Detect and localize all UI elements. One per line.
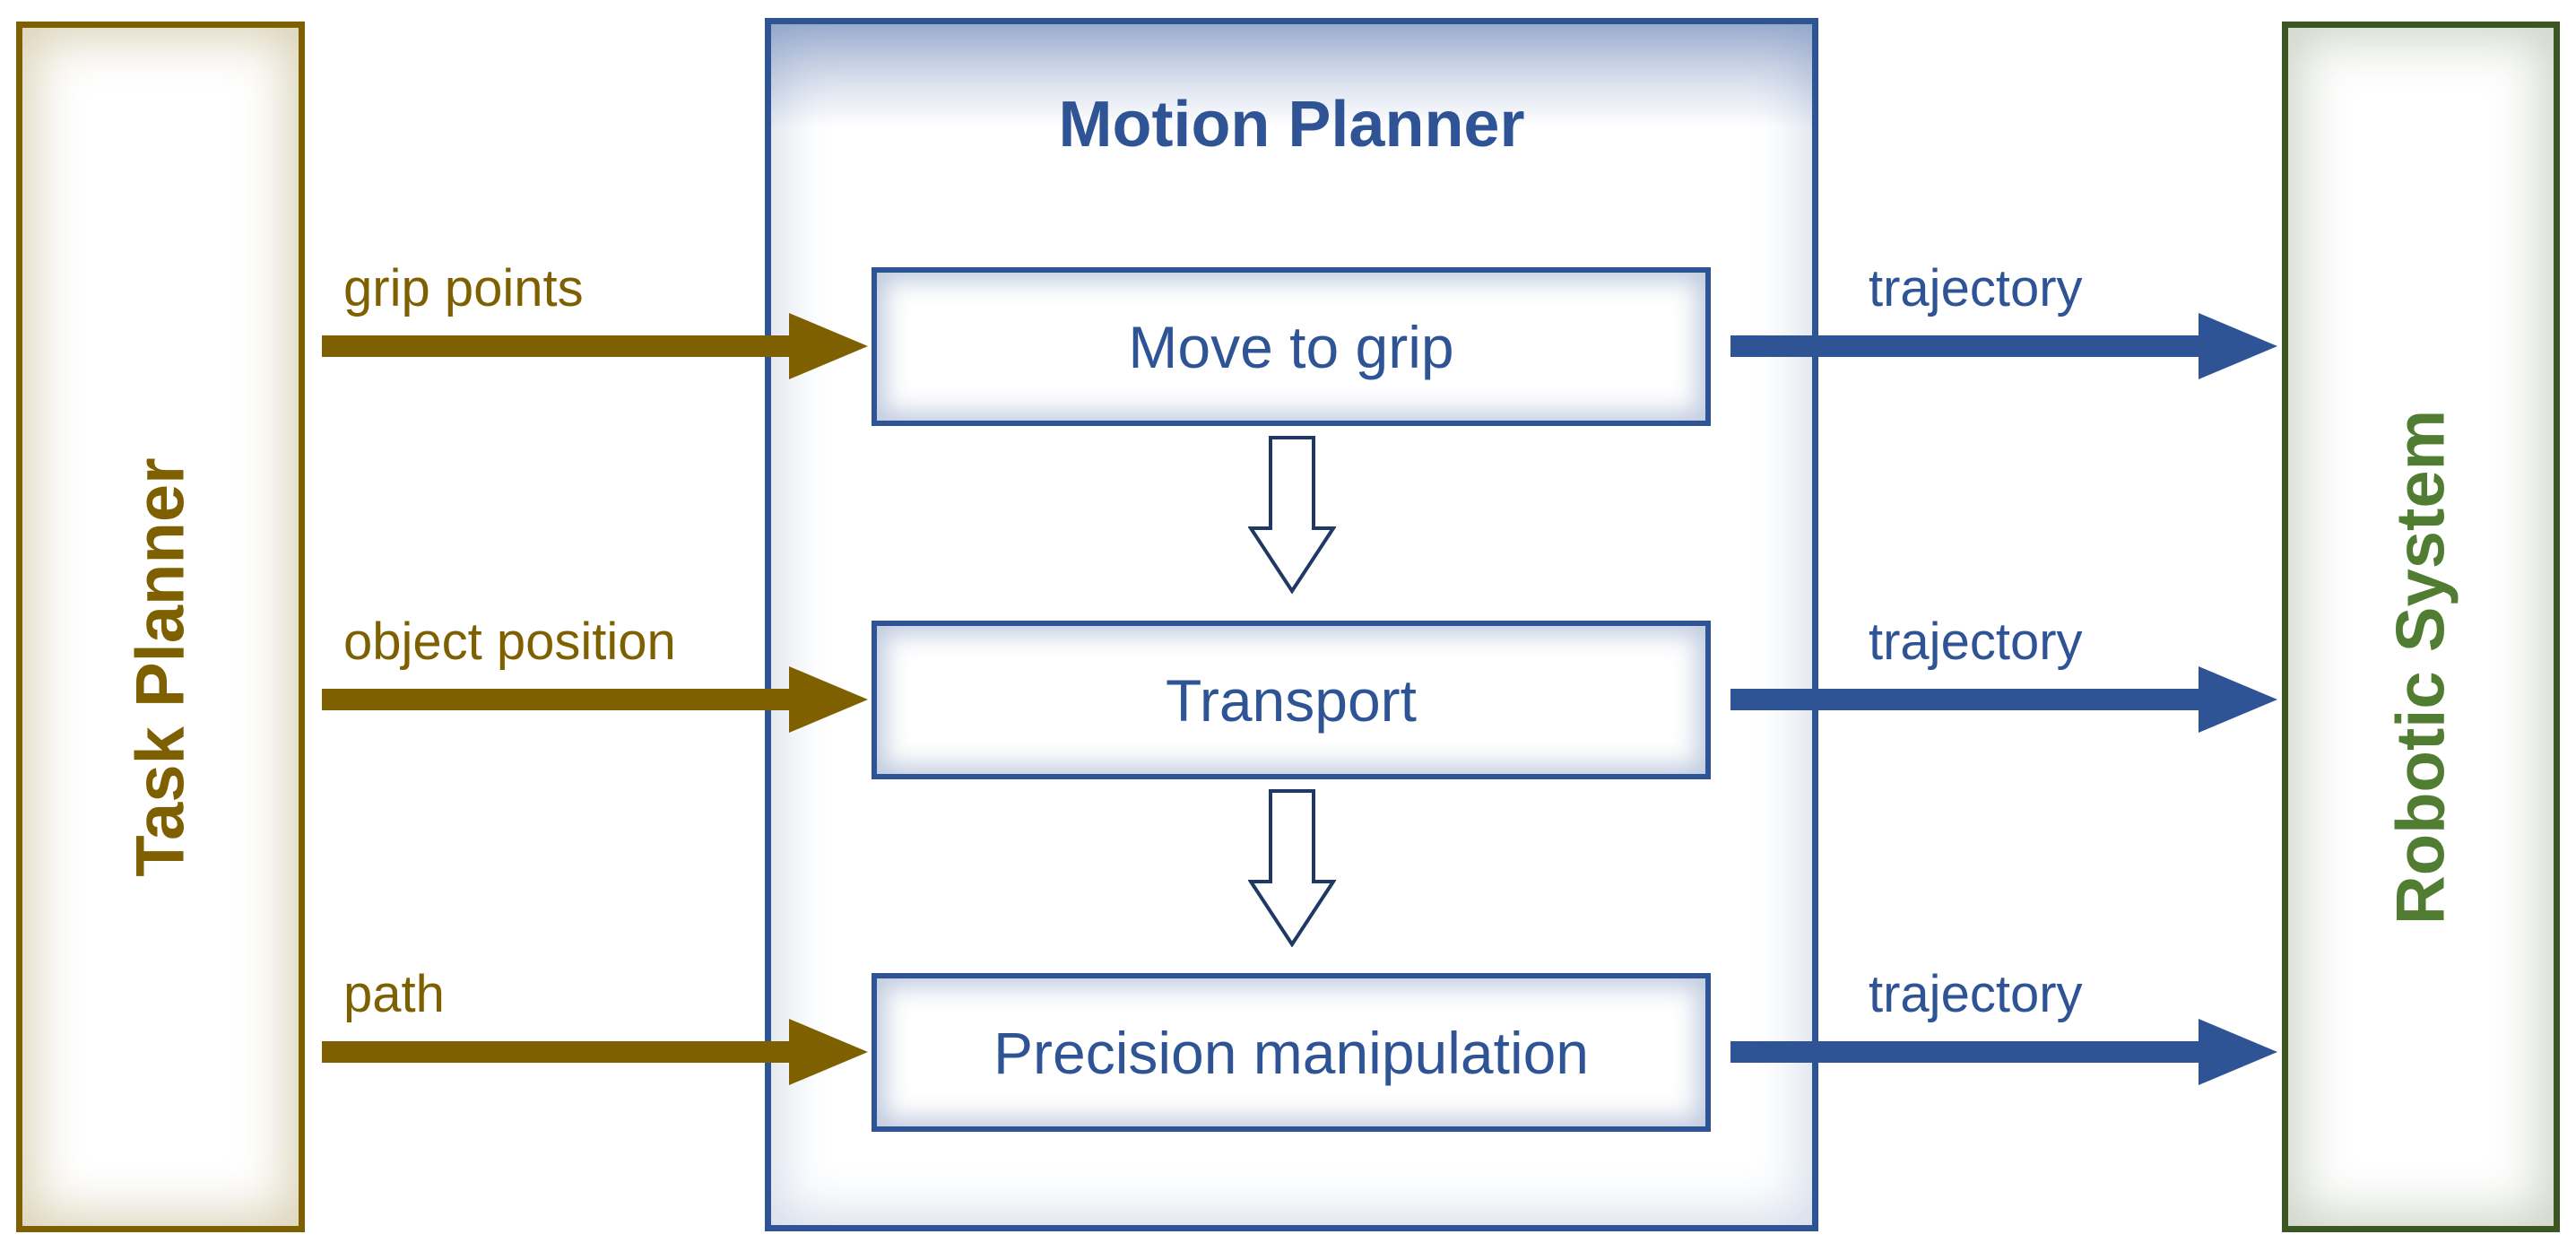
step-box-precision-manipulation: Precision manipulation bbox=[872, 973, 1711, 1132]
step-label: Precision manipulation bbox=[993, 1019, 1590, 1086]
robotic-system-label: Robotic System bbox=[2382, 409, 2459, 926]
output-label-trajectory-2: trajectory bbox=[1869, 613, 2083, 671]
down-arrow-1-icon bbox=[1247, 436, 1337, 595]
arrow-shaft bbox=[322, 1041, 789, 1063]
output-arrow-trajectory-1 bbox=[1730, 313, 2277, 379]
arrow-head-icon bbox=[789, 1019, 868, 1085]
step-label: Transport bbox=[1166, 666, 1417, 734]
step-box-transport: Transport bbox=[872, 621, 1711, 779]
input-label-grip-points: grip points bbox=[343, 259, 584, 317]
arrow-shaft bbox=[322, 689, 789, 710]
input-arrow-object-position bbox=[322, 666, 868, 733]
arrow-shaft bbox=[322, 335, 789, 357]
arrow-head-icon bbox=[789, 313, 868, 379]
task-planner-box: Task Planner bbox=[16, 22, 305, 1232]
input-label-object-position: object position bbox=[343, 613, 676, 671]
step-box-move-to-grip: Move to grip bbox=[872, 267, 1711, 426]
arrow-shaft bbox=[1730, 689, 2199, 710]
input-arrow-path bbox=[322, 1019, 868, 1085]
input-label-path: path bbox=[343, 965, 445, 1023]
output-label-trajectory-3: trajectory bbox=[1869, 965, 2083, 1023]
task-planner-label: Task Planner bbox=[122, 457, 199, 877]
output-arrow-trajectory-2 bbox=[1730, 666, 2277, 733]
input-arrow-grip-points bbox=[322, 313, 868, 379]
robotic-system-box: Robotic System bbox=[2282, 22, 2560, 1232]
arrow-shaft bbox=[1730, 335, 2199, 357]
arrow-head-icon bbox=[2199, 1019, 2277, 1085]
arrow-shaft bbox=[1730, 1041, 2199, 1063]
motion-planner-title: Motion Planner bbox=[1058, 89, 1525, 161]
output-arrow-trajectory-3 bbox=[1730, 1019, 2277, 1085]
down-arrow-2-icon bbox=[1247, 789, 1337, 948]
arrow-head-icon bbox=[2199, 666, 2277, 733]
step-label: Move to grip bbox=[1128, 313, 1454, 380]
arrow-head-icon bbox=[789, 666, 868, 733]
arrow-head-icon bbox=[2199, 313, 2277, 379]
output-label-trajectory-1: trajectory bbox=[1869, 259, 2083, 317]
